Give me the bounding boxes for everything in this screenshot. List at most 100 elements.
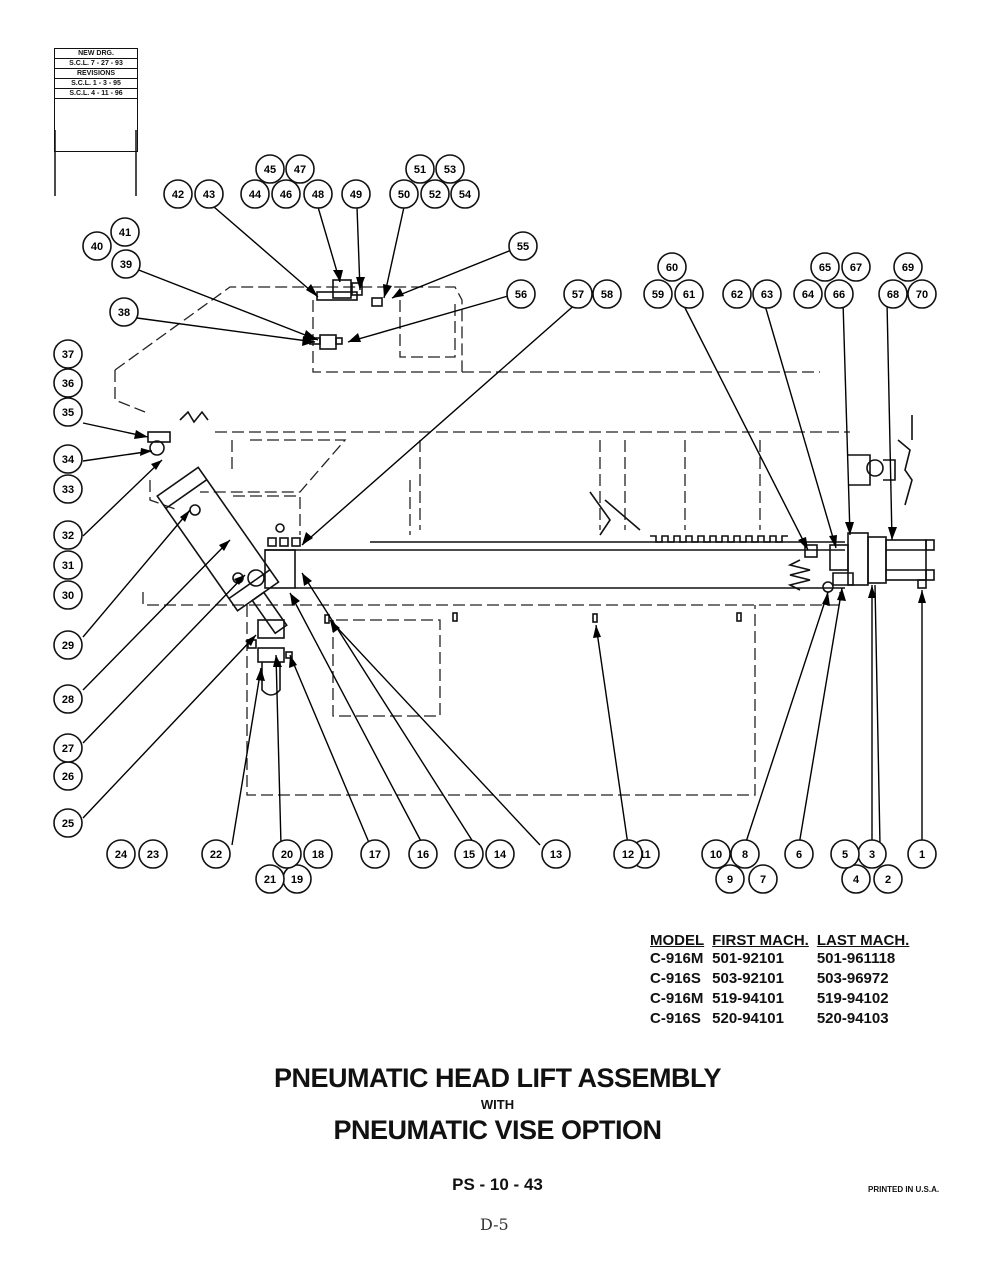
callout-balloon-53: 53 (435, 154, 465, 184)
callout-label: 36 (62, 378, 74, 390)
callout-circle (657, 252, 687, 282)
cell-first: 503-92101 (712, 970, 784, 987)
callout-circle (748, 864, 778, 894)
callout-balloon-61: 61 (674, 279, 704, 309)
callout-label: 60 (666, 262, 678, 274)
title-line-2: PNEUMATIC VISE OPTION (333, 1115, 662, 1145)
callout-balloon-19: 19 (282, 864, 312, 894)
callout-label: 21 (264, 874, 276, 886)
callout-label: 55 (517, 241, 529, 253)
callout-balloon-15: 15 (454, 839, 484, 869)
callout-balloon-54: 54 (450, 179, 480, 209)
handwritten-note: D-5 (480, 1215, 509, 1234)
callout-balloon-66: 66 (824, 279, 854, 309)
callout-label: 6 (796, 849, 802, 861)
callout-balloon-35: 35 (53, 397, 83, 427)
callout-label: 44 (249, 189, 262, 201)
callout-circle (53, 368, 83, 398)
callout-label: 23 (147, 849, 159, 861)
col-first-mach: FIRST MACH. (712, 932, 809, 949)
callout-circle (271, 179, 301, 209)
callout-label: 11 (639, 849, 651, 861)
callout-balloon-69: 69 (893, 252, 923, 282)
callout-circle (272, 839, 302, 869)
callout-balloon-59: 59 (643, 279, 673, 309)
cell-last: 520-94103 (816, 1010, 889, 1027)
cell-model: C-916S (650, 1010, 701, 1027)
callout-balloon-47: 47 (285, 154, 315, 184)
callout-circle (541, 839, 571, 869)
callout-balloon-23: 23 (138, 839, 168, 869)
callout-circle (485, 839, 515, 869)
callout-label: 56 (515, 289, 527, 301)
callout-balloon-10: 10 (701, 839, 731, 869)
callout-balloon-3: 3 (857, 839, 887, 869)
callout-label: 52 (429, 189, 441, 201)
callout-label: 34 (62, 454, 75, 466)
callout-circle (613, 839, 643, 869)
callout-circle (730, 839, 760, 869)
callout-balloon-49: 49 (341, 179, 371, 209)
callout-balloon-26: 26 (53, 761, 83, 791)
callout-label: 20 (281, 849, 293, 861)
callout-label: 59 (652, 289, 664, 301)
callout-label: 64 (802, 289, 815, 301)
callout-balloon-57: 57 (563, 279, 593, 309)
printed-in-usa: PRINTED IN U.S.A. (868, 1185, 940, 1194)
callout-circle (53, 733, 83, 763)
callout-circle (255, 864, 285, 894)
callout-label: 48 (312, 189, 324, 201)
callout-balloon-63: 63 (752, 279, 782, 309)
callout-balloon-2: 2 (873, 864, 903, 894)
callout-balloons: 1234567891011121314151617181920212223242… (53, 154, 937, 894)
callout-label: 57 (572, 289, 584, 301)
callout-circle (53, 630, 83, 660)
callout-label: 17 (369, 849, 381, 861)
callout-circle (303, 839, 333, 869)
callout-balloon-16: 16 (408, 839, 438, 869)
callout-circle (506, 279, 536, 309)
callout-balloon-45: 45 (255, 154, 285, 184)
callout-label: 24 (115, 849, 128, 861)
callout-circle (82, 231, 112, 261)
callout-label: 19 (291, 874, 303, 886)
cell-last: 503-96972 (816, 970, 889, 987)
callout-balloon-40: 40 (82, 231, 112, 261)
callout-label: 50 (398, 189, 410, 201)
callout-label: 26 (62, 771, 74, 783)
callout-circle (53, 808, 83, 838)
callout-label: 2 (885, 874, 891, 886)
callout-label: 49 (350, 189, 362, 201)
callout-balloon-67: 67 (841, 252, 871, 282)
callout-circle (106, 839, 136, 869)
machine-components (147, 279, 935, 696)
callout-balloon-32: 32 (53, 520, 83, 550)
callout-circle (163, 179, 193, 209)
callout-balloon-65: 65 (810, 252, 840, 282)
callout-circle (508, 231, 538, 261)
callout-balloon-14: 14 (485, 839, 515, 869)
callout-balloon-31: 31 (53, 550, 83, 580)
callout-label: 35 (62, 407, 74, 419)
callout-balloon-52: 52 (420, 179, 450, 209)
callout-label: 66 (833, 289, 845, 301)
callout-circle (435, 154, 465, 184)
callout-circle (111, 249, 141, 279)
callout-label: 62 (731, 289, 743, 301)
callout-label: 14 (494, 849, 507, 861)
callout-circle (824, 279, 854, 309)
callout-balloon-13: 13 (541, 839, 571, 869)
callout-circle (878, 279, 908, 309)
callout-balloon-43: 43 (194, 179, 224, 209)
callout-label: 63 (761, 289, 773, 301)
callout-balloon-48: 48 (303, 179, 333, 209)
callout-circle (420, 179, 450, 209)
callout-label: 51 (414, 164, 426, 176)
callout-label: 30 (62, 590, 74, 602)
callout-balloon-58: 58 (592, 279, 622, 309)
model-table-header: MODEL FIRST MACH. LAST MACH. (650, 932, 917, 949)
callout-label: 42 (172, 189, 184, 201)
callout-circle (405, 154, 435, 184)
callout-circle (830, 839, 860, 869)
